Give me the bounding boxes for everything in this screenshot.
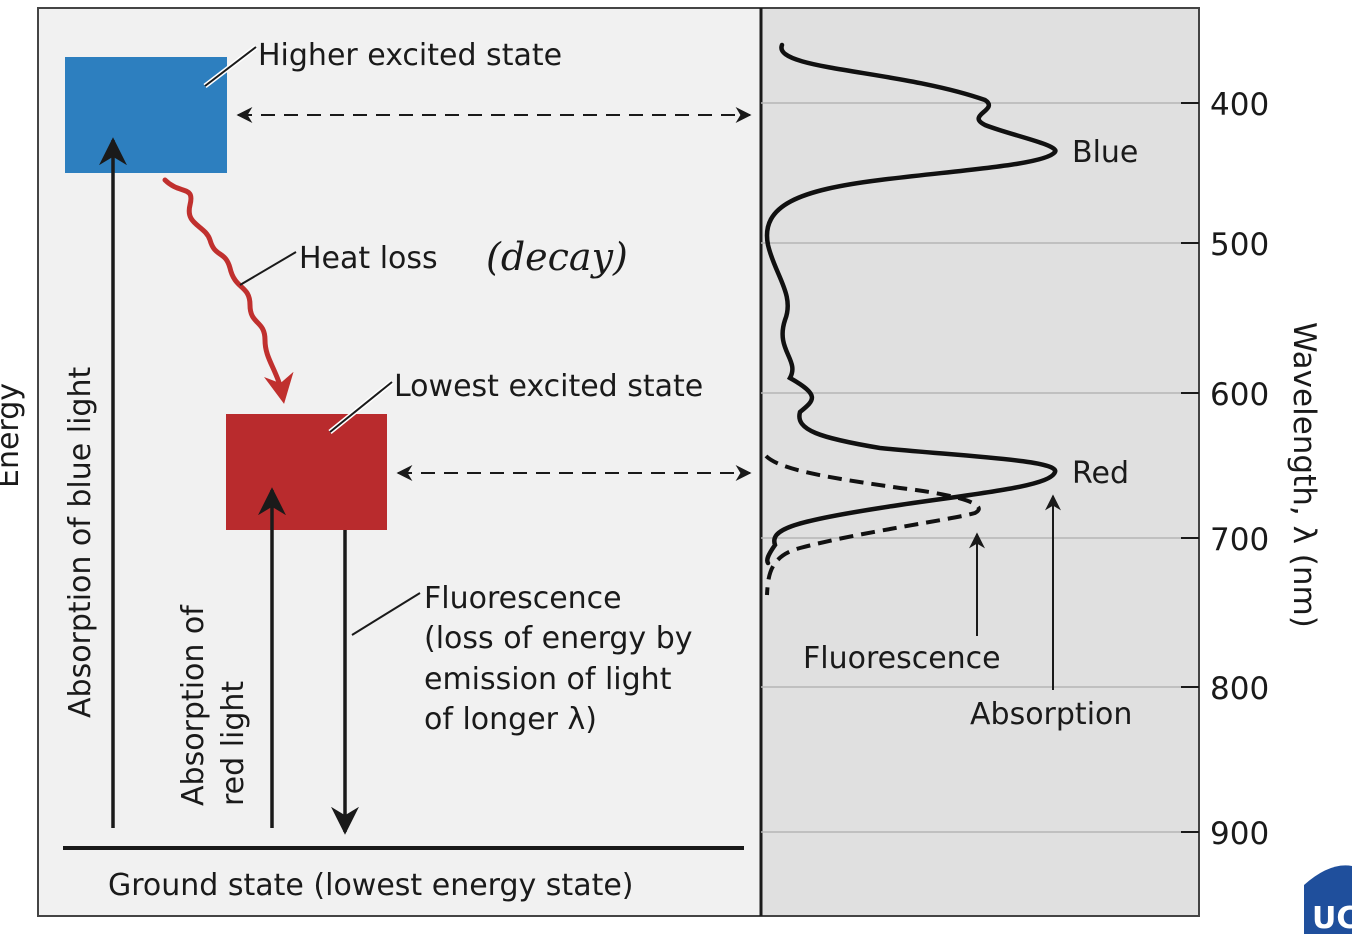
ground-state-label: Ground state (lowest energy state) [108, 868, 634, 903]
lowest-state-leader-inner [329, 381, 393, 433]
lowest-state-label: Lowest excited state [394, 369, 703, 404]
fluorescence-text-line3: emission of light [424, 662, 672, 697]
higher-state-label: Higher excited state [258, 38, 562, 73]
heat-loss-label: Heat loss [299, 241, 438, 276]
tick-label-700: 700 [1210, 522, 1269, 558]
fluorescence-text-line1: Fluorescence [424, 581, 622, 616]
heat-loss-leader [239, 251, 297, 286]
absorption-curve [764, 42, 1058, 566]
fluorescence-leader [351, 592, 421, 636]
peak-label-blue: Blue [1072, 135, 1138, 170]
tick-label-500: 500 [1210, 227, 1269, 263]
fluorescence-text-line2: (loss of energy by [424, 621, 693, 656]
fluorescence-curve [764, 454, 981, 596]
logo-text: UC [1312, 901, 1352, 934]
higher-excited-state-box [65, 57, 227, 173]
energy-axis-label: Energy [0, 383, 26, 488]
handwritten-decay-note: (decay) [486, 235, 628, 279]
blue-absorption-label: Absorption of blue light [63, 367, 98, 718]
red-absorption-label-line1: Absorption of [176, 604, 211, 806]
fluorescence-text-line4: of longer λ) [424, 702, 597, 737]
red-absorption-label-line2: red light [216, 681, 251, 806]
tick-label-600: 600 [1210, 377, 1269, 413]
right-panel [760, 7, 1200, 917]
university-logo: UC [1304, 865, 1352, 934]
wavelength-axis-title: Wavelength, λ (nm) [1286, 322, 1322, 628]
tick-label-800: 800 [1210, 671, 1269, 707]
fluorescence-spectrum-label: Fluorescence [803, 641, 1001, 676]
tick-label-400: 400 [1210, 87, 1269, 123]
lowest-excited-state-box [226, 414, 387, 530]
heat-loss-arrow [162, 177, 294, 404]
tick-label-900: 900 [1210, 816, 1269, 852]
peak-label-red: Red [1072, 456, 1129, 491]
absorption-spectrum-label: Absorption [970, 697, 1132, 732]
higher-state-leader-inner [204, 46, 257, 87]
wavelength-tick-marks [1181, 102, 1199, 833]
